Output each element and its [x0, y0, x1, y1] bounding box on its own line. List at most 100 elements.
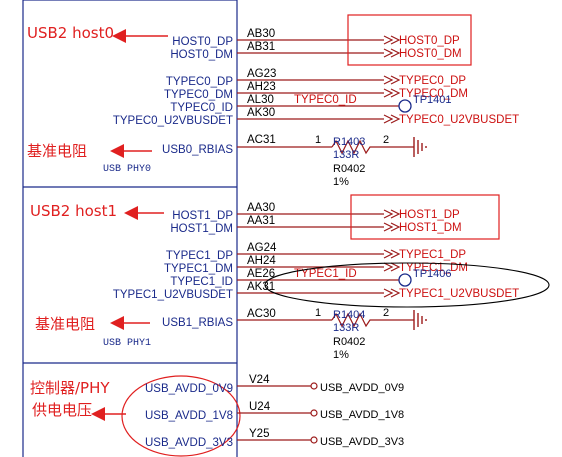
- host0-net-box: [347, 14, 472, 66]
- testpoint-tp1406: TP1406: [413, 268, 452, 280]
- annotation-usb2-host1: USB2 host1: [30, 202, 117, 220]
- pin-usb1-rbias: USB1_RBIAS: [162, 317, 233, 329]
- ic-body: [22, 0, 238, 457]
- ball-u24: U24: [249, 401, 271, 413]
- ball-ae26: AE26: [247, 268, 275, 280]
- resistor-icon: [331, 312, 372, 328]
- pin-typec0-dp: TYPEC0_DP: [166, 76, 233, 88]
- net-host0-dp: HOST0_DP: [399, 35, 460, 47]
- pin-usb-avdd-1v8: USB_AVDD_1V8: [145, 410, 233, 422]
- annotation-arrow-icon: [110, 144, 124, 158]
- pin-typec0-vbus: TYPEC0_U2VBUSDET: [113, 115, 233, 127]
- power-highlight-ellipse: [121, 375, 241, 457]
- resistor-pin1: 1: [315, 307, 321, 319]
- annotation-usb2-host0: USB2 host0: [27, 24, 114, 42]
- ball-ac31: AC31: [247, 134, 276, 146]
- phy0-label: USB PHY0: [103, 164, 151, 175]
- pin-typec1-dm: TYPEC1_DM: [164, 263, 233, 275]
- annotation-arrow-icon: [91, 407, 105, 421]
- ball-ab30: AB30: [247, 28, 275, 40]
- port-arrow-icon: [383, 88, 401, 98]
- resistor-tolerance: 1%: [333, 176, 349, 188]
- port-arrow-icon: [383, 48, 401, 58]
- pin-host0-dm: HOST0_DM: [170, 49, 233, 61]
- power-port-icon: [310, 436, 318, 444]
- resistor-tolerance: 1%: [333, 349, 349, 361]
- annotation-arrow-icon: [112, 29, 126, 43]
- port-arrow-icon: [383, 249, 401, 259]
- net-typec0-vbus: TYPEC0_U2VBUSDET: [399, 114, 519, 126]
- annotation-ref-res-0: 基准电阻: [27, 142, 87, 160]
- ground-icon: [413, 310, 427, 330]
- ball-ah24: AH24: [247, 255, 276, 267]
- pin-usb-avdd-0v9: USB_AVDD_0V9: [145, 383, 233, 395]
- ball-aa30: AA30: [247, 202, 275, 214]
- pin-typec1-id: TYPEC1_ID: [170, 276, 233, 288]
- ball-ah23: AH23: [247, 81, 276, 93]
- ball-ag23: AG23: [247, 68, 276, 80]
- resistor-pin1: 1: [315, 134, 321, 146]
- port-arrow-icon: [383, 75, 401, 85]
- power-port-icon: [310, 409, 318, 417]
- net-typec1-id: TYPEC1_ID: [294, 268, 357, 280]
- pin-typec0-dm: TYPEC0_DM: [164, 89, 233, 101]
- ball-al30: AL30: [247, 94, 274, 106]
- ball-y25: Y25: [249, 428, 269, 440]
- resistor-ref: R1403: [333, 136, 365, 148]
- port-arrow-icon: [383, 114, 401, 124]
- host1-net-box: [350, 194, 500, 240]
- net-host0-dm: HOST0_DM: [399, 48, 462, 60]
- net-typec1-dp: TYPEC1_DP: [399, 249, 466, 261]
- net-typec1-dm: TYPEC1_DM: [399, 262, 468, 274]
- testpoint-tp1401: TP1401: [413, 94, 452, 106]
- net-host1-dm: HOST1_DM: [399, 222, 462, 234]
- net-typec0-id: TYPEC0_ID: [294, 94, 357, 106]
- annotation-arrow-icon: [124, 206, 138, 220]
- highlight-ellipse: [264, 262, 550, 308]
- ball-v24: V24: [249, 374, 270, 386]
- port-arrow-icon: [383, 35, 401, 45]
- ball-aa31: AA31: [247, 215, 275, 227]
- ball-ak30: AK30: [247, 107, 275, 119]
- resistor-pin2: 2: [383, 307, 389, 319]
- pin-typec1-dp: TYPEC1_DP: [166, 250, 233, 262]
- ball-ag24: AG24: [247, 242, 277, 254]
- pin-host0-dp: HOST0_DP: [172, 36, 233, 48]
- pin-host1-dm: HOST1_DM: [170, 223, 233, 235]
- testpoint-icon: [398, 99, 412, 113]
- net-host1-dp: HOST1_DP: [399, 209, 460, 221]
- net-typec1-vbus: TYPEC1_U2VBUSDET: [399, 288, 519, 300]
- port-arrow-icon: [383, 222, 401, 232]
- port-arrow-icon: [383, 262, 401, 272]
- testpoint-icon: [398, 273, 412, 287]
- resistor-package: R0402: [333, 163, 365, 175]
- net-usb-avdd-0v9: USB_AVDD_0V9: [320, 382, 404, 394]
- net-typec0-dp: TYPEC0_DP: [399, 75, 466, 87]
- ground-icon: [413, 137, 427, 157]
- power-port-icon: [310, 382, 318, 390]
- pin-typec0-id: TYPEC0_ID: [170, 102, 233, 114]
- ball-ac30: AC30: [247, 308, 276, 320]
- net-usb-avdd-3v3: USB_AVDD_3V3: [320, 436, 404, 448]
- net-typec0-dm: TYPEC0_DM: [399, 88, 468, 100]
- phy1-label: USB PHY1: [103, 338, 151, 349]
- annotation-power-line2: 供电电压: [32, 401, 92, 419]
- resistor-value: 133R: [333, 149, 359, 161]
- resistor-icon: [331, 139, 372, 155]
- net-usb-avdd-1v8: USB_AVDD_1V8: [320, 409, 404, 421]
- port-arrow-icon: [383, 288, 401, 298]
- annotation-power-line1: 控制器/PHY: [30, 379, 110, 397]
- resistor-ref: R1404: [333, 309, 365, 321]
- resistor-package: R0402: [333, 336, 365, 348]
- pin-usb-avdd-3v3: USB_AVDD_3V3: [145, 437, 233, 449]
- pin-typec1-vbus: TYPEC1_U2VBUSDET: [113, 289, 233, 301]
- ball-ab31: AB31: [247, 41, 275, 53]
- resistor-value: 133R: [333, 322, 359, 334]
- pin-host1-dp: HOST1_DP: [172, 210, 233, 222]
- annotation-arrow-icon: [110, 316, 124, 330]
- port-arrow-icon: [383, 209, 401, 219]
- resistor-pin2: 2: [383, 134, 389, 146]
- annotation-ref-res-1: 基准电阻: [35, 315, 95, 333]
- pin-usb0-rbias: USB0_RBIAS: [162, 144, 233, 156]
